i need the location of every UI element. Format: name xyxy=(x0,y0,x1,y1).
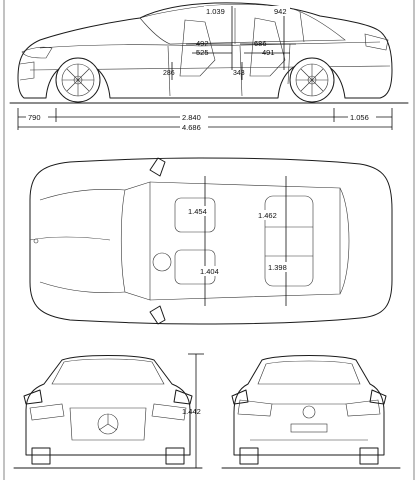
rear-shoulder-width-label: 1.462 xyxy=(258,211,277,220)
rear-headroom-label: 942 xyxy=(274,7,287,16)
top-view: 1.454 1.462 1.404 1.398 xyxy=(29,157,393,325)
rear-hip-width-label: 1.398 xyxy=(268,263,287,272)
side-view: 1.039 942 492 525 686 491 286 343 790 2.… xyxy=(9,2,409,132)
front-headroom-label: 1.039 xyxy=(206,7,225,16)
front-legroom-a-label: 492 xyxy=(196,39,209,48)
rear-legroom-a-label: 686 xyxy=(254,39,267,48)
rear-legroom-b-label: 491 xyxy=(262,48,275,57)
front-seat-height-label: 286 xyxy=(163,70,175,77)
rear-view xyxy=(221,355,401,469)
front-view: 1.442 xyxy=(13,353,204,469)
front-overhang-label: 790 xyxy=(28,113,41,122)
front-legroom-b-label: 525 xyxy=(196,48,209,57)
front-shoulder-width-label: 1.454 xyxy=(188,207,207,216)
rear-overhang-label: 1.056 xyxy=(350,113,369,122)
rear-seat-height-label: 343 xyxy=(233,70,245,77)
overall-length-label: 4.686 xyxy=(182,123,201,132)
wheelbase-label: 2.840 xyxy=(182,113,201,122)
overall-height-label: 1.442 xyxy=(182,407,201,416)
front-hip-width-label: 1.404 xyxy=(200,267,219,276)
